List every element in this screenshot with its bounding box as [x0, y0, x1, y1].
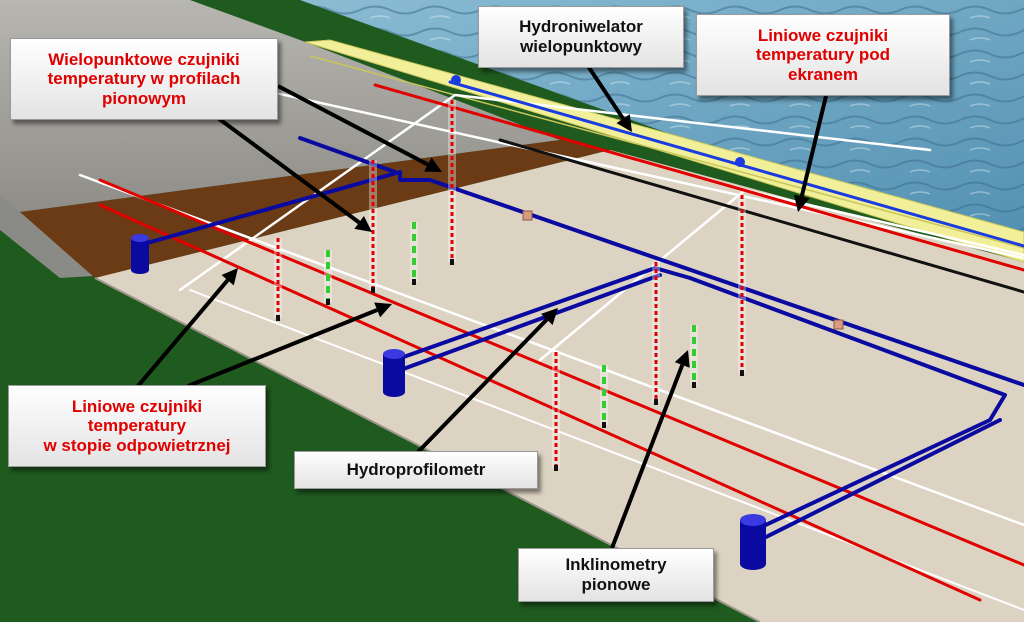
soil-layer [20, 140, 610, 278]
screen-strip-edge [309, 55, 1024, 249]
blue-pipe-5 [758, 418, 1002, 542]
label-inclinometers: Inklinometry pionowe [518, 548, 714, 602]
label-line: temperatury w profilach [47, 69, 241, 89]
label-linear-sensors-under-screen: Liniowe czujniki temperatury pod ekranem [696, 14, 950, 96]
label-line: Liniowe czujniki [757, 25, 889, 45]
label-line: Hydroniwelator [519, 17, 643, 37]
temperature-profile-probe [738, 195, 746, 376]
temperature-profile-probe [274, 238, 282, 321]
label-line: Inklinometry [565, 555, 667, 575]
blue-pipe-2 [298, 136, 397, 174]
label-line: ekranem [788, 64, 858, 84]
label-line: temperatury [87, 416, 187, 436]
callout-arrows [136, 64, 828, 549]
label-line: w stopie odpowietrznej [43, 435, 231, 455]
arrow-hydroniwelator [586, 64, 632, 132]
level-node-1 [451, 75, 461, 85]
arrow-air-toe-1 [136, 268, 238, 388]
temperature-profile-probe [369, 160, 377, 293]
blue-pipe-4 [393, 273, 662, 374]
temperature-profile-probe [448, 100, 456, 265]
inclinometer-probe [410, 222, 418, 285]
inclinometer-probe [324, 250, 332, 305]
label-line: Hydroprofilometr [346, 460, 486, 480]
label-line: temperatury pod [755, 45, 891, 65]
inclinometer-probe [690, 325, 698, 388]
red-cable-screen [373, 83, 1024, 272]
label-linear-sensors-air-toe: Liniowe czujniki temperatury w stopie od… [8, 385, 266, 467]
label-hydroprofilometr: Hydroprofilometr [294, 451, 538, 489]
red-cable-air-toe-1 [98, 178, 1024, 567]
label-line: wielopunktowy [520, 37, 642, 56]
sensor-cables [33, 38, 1024, 611]
arrow-multipoint-1 [216, 116, 372, 232]
junction-box-1 [522, 210, 533, 221]
level-node-2 [735, 157, 745, 167]
vertical-probes [274, 100, 746, 471]
arrow-linear-under-screen [793, 95, 828, 212]
label-line: Liniowe czujniki [71, 396, 203, 416]
label-line: Wielopunktowe czujniki [48, 49, 240, 69]
inclinometer-probe [600, 365, 608, 428]
arrow-multipoint-2 [277, 84, 442, 172]
arrow-air-toe-2 [187, 302, 392, 388]
arrow-hydroprofilometr [416, 308, 558, 454]
label-line: pionowe [581, 575, 651, 594]
blue-pipe-3 [393, 266, 1007, 532]
label-line: pionowym [101, 88, 187, 108]
temperature-profile-probe [652, 262, 660, 405]
pipe-cylinder-3 [740, 514, 766, 570]
arrow-inclinometers [610, 350, 690, 549]
white-cable-3 [178, 93, 932, 292]
temperature-profile-probe [552, 352, 560, 471]
label-hydroniwelator: Hydroniwelator wielopunktowy [478, 6, 684, 68]
red-cable-air-toe-2 [98, 203, 982, 602]
label-multipoint-vertical-sensors: Wielopunktowe czujniki temperatury w pro… [10, 38, 278, 120]
black-cable [498, 138, 1024, 294]
junction-box-2 [833, 319, 844, 330]
pipe-cylinder-1 [131, 234, 149, 274]
blue-pipe-1 [138, 170, 1024, 387]
pipe-cylinder-2 [383, 349, 405, 397]
